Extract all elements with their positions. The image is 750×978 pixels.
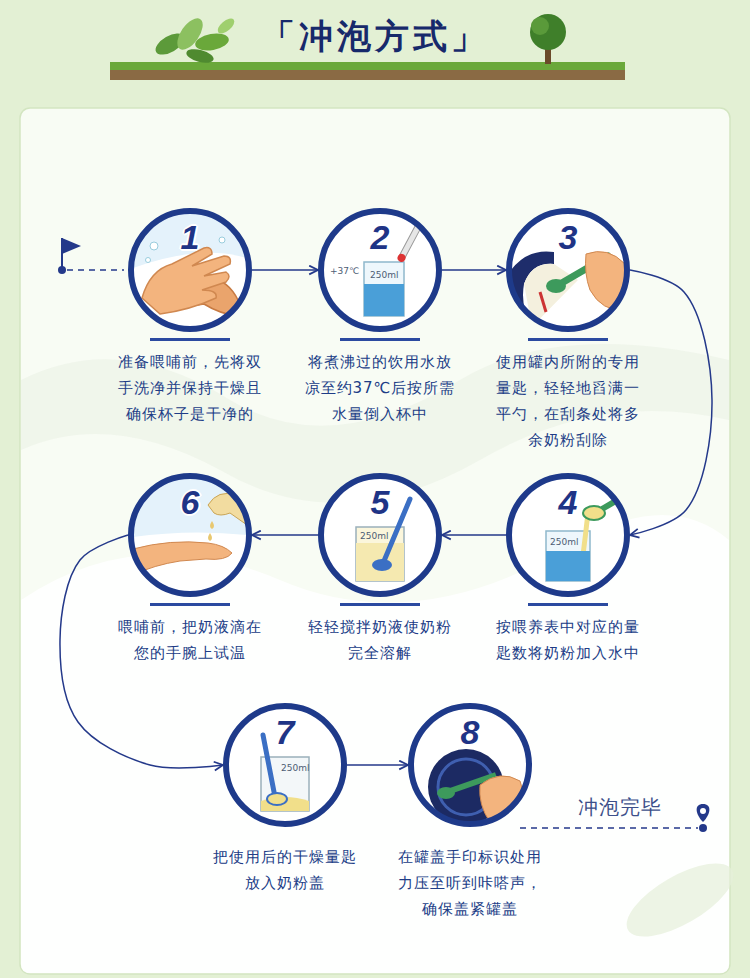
step-caption: 准备喂哺前，先将双手洗净并保持干燥且确保杯子是干净的: [111, 349, 269, 427]
scoop: [437, 787, 455, 799]
beaker: [364, 262, 404, 316]
connector-group: [60, 270, 712, 768]
illustration-label: +37℃: [330, 266, 359, 277]
illustration-label: 250ml: [550, 537, 578, 548]
step-caption: 喂哺前，把奶液滴在您的手腕上试温: [111, 614, 269, 666]
step-number: 1: [128, 217, 252, 257]
spoon: [267, 793, 287, 805]
step-number: 7: [223, 712, 347, 752]
leaf-watermark: [616, 849, 744, 951]
underline-bar: [340, 603, 420, 606]
water: [546, 551, 590, 581]
underline-bar: [150, 338, 230, 341]
underline-bar: [340, 338, 420, 341]
thermometer-bulb: [396, 252, 407, 263]
end-pin: [697, 804, 710, 822]
arm: [133, 542, 232, 575]
milk-drop: [208, 533, 212, 541]
step-caption: 按喂养表中对应的量匙数将奶粉加入水中: [489, 614, 647, 666]
end-pin-hole: [700, 808, 706, 814]
step-number: 5: [318, 482, 442, 522]
underline-bar: [528, 338, 608, 341]
step-circle: 8在罐盖手印标识处用力压至听到咔嗒声，确保盖紧罐盖: [408, 703, 532, 827]
title: 「冲泡方式」: [0, 14, 750, 58]
end-line: [520, 827, 698, 829]
flow-arrow: [252, 534, 318, 536]
bubble: [219, 237, 225, 243]
step-number: 8: [408, 712, 532, 752]
leaf: [185, 47, 215, 66]
step-caption: 轻轻搅拌奶液使奶粉完全溶解: [301, 614, 459, 666]
hand: [142, 248, 230, 314]
milk-drop: [210, 521, 214, 529]
step-number: 2: [318, 217, 442, 257]
step-caption: 使用罐内所附的专用量匙，轻轻地舀满一平勺，在刮条处将多余奶粉刮除: [489, 349, 647, 453]
flow-arrow: [630, 270, 712, 535]
flow-arrow: [252, 269, 318, 271]
milk: [356, 543, 404, 581]
powder-stream: [581, 517, 590, 551]
leaf: [194, 31, 230, 53]
step-circle: 4按喂养表中对应的量匙数将奶粉加入水中: [506, 473, 630, 597]
illustration-label: 250ml: [360, 531, 388, 542]
tree-crown: [531, 17, 549, 35]
start-flag: [58, 238, 124, 274]
flow-arrow: [347, 764, 408, 766]
water: [364, 284, 404, 316]
underline-bar: [150, 603, 230, 606]
soil-strip: [110, 70, 625, 80]
spoon: [372, 559, 392, 571]
bubble: [150, 242, 158, 250]
step-number: 6: [128, 482, 252, 522]
step-circle: 1准备喂哺前，先将双手洗净并保持干燥且确保杯子是干净的: [128, 208, 252, 332]
step-number: 3: [506, 217, 630, 257]
end-label: 冲泡完毕: [578, 795, 662, 819]
step-caption: 把使用后的干燥量匙放入奶粉盖: [206, 844, 364, 896]
flag: [62, 238, 81, 254]
scoop: [546, 279, 566, 293]
start-line: [67, 269, 124, 271]
scraper: [540, 292, 546, 312]
underline-bar: [528, 603, 608, 606]
step-circle: 6喂哺前，把奶液滴在您的手腕上试温: [128, 473, 252, 597]
step-caption: 在罐盖手印标识处用力压至听到咔嗒声，确保盖紧罐盖: [391, 844, 549, 922]
step-caption: 将煮沸过的饮用水放凉至约37℃后按所需水量倒入杯中: [301, 349, 459, 427]
illustration-label: 250ml: [281, 763, 309, 774]
leaf: [215, 16, 237, 37]
spoon-handle: [263, 735, 275, 797]
illustration-label: 250ml: [370, 270, 398, 281]
flow-arrow: [442, 534, 506, 536]
tree-crown: [530, 14, 566, 50]
flow-arrow: [442, 269, 506, 271]
scoop: [583, 506, 605, 520]
panel: [20, 108, 730, 974]
bubble: [146, 258, 151, 263]
end-dot: [699, 824, 707, 832]
step-number: 4: [506, 482, 630, 522]
start-dot: [58, 266, 66, 274]
step-circle: 3使用罐内所附的专用量匙，轻轻地舀满一平勺，在刮条处将多余奶粉刮除: [506, 208, 630, 332]
